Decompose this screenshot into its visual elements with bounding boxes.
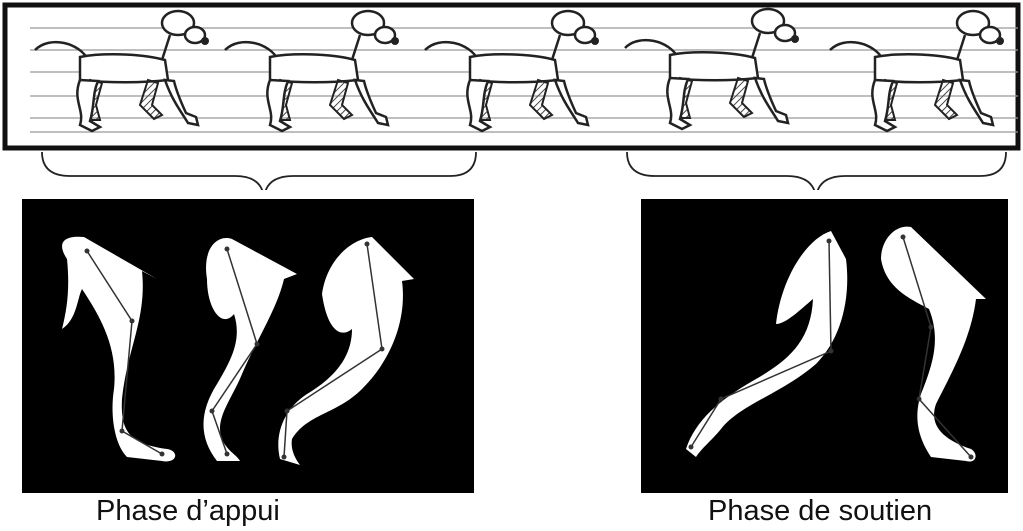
- swing-phase-caption: Phase de soutien: [708, 493, 932, 529]
- swing-phase-panel: [641, 199, 1008, 493]
- swing-legs-illustration: [641, 199, 1008, 493]
- stance-phase-caption: Phase d’appui: [96, 493, 280, 529]
- stance-phase-panel: [22, 199, 474, 493]
- walk-cycle-strip: [0, 0, 1023, 190]
- leg-4: [686, 231, 847, 457]
- leg-3: [278, 237, 414, 465]
- leg-1: [62, 237, 175, 462]
- leg-5: [881, 227, 986, 462]
- stance-legs-illustration: [22, 199, 474, 493]
- brace-right-icon: [627, 152, 1006, 190]
- brace-left-icon: [42, 152, 476, 190]
